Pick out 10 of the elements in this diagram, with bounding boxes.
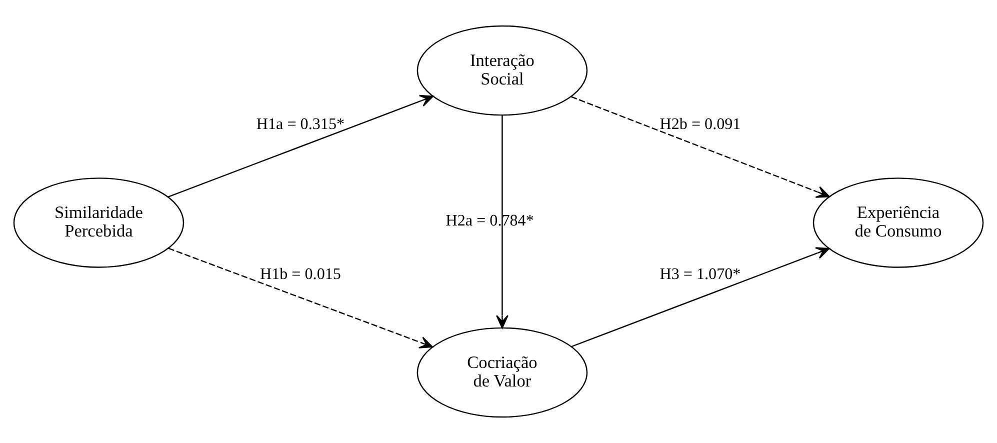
arrow <box>571 247 830 348</box>
edge-label: H2b = 0.091 <box>660 116 741 134</box>
edge-label: H3 = 1.070* <box>660 266 741 283</box>
edge-label: H1a = 0.315* <box>256 116 345 134</box>
node-ellipse: Similaridade Percebida <box>13 178 184 268</box>
arrow <box>570 96 830 198</box>
arrow <box>168 248 434 348</box>
arrow <box>168 94 434 198</box>
arrow <box>496 115 508 329</box>
edge-label: H1b = 0.015 <box>260 266 341 283</box>
